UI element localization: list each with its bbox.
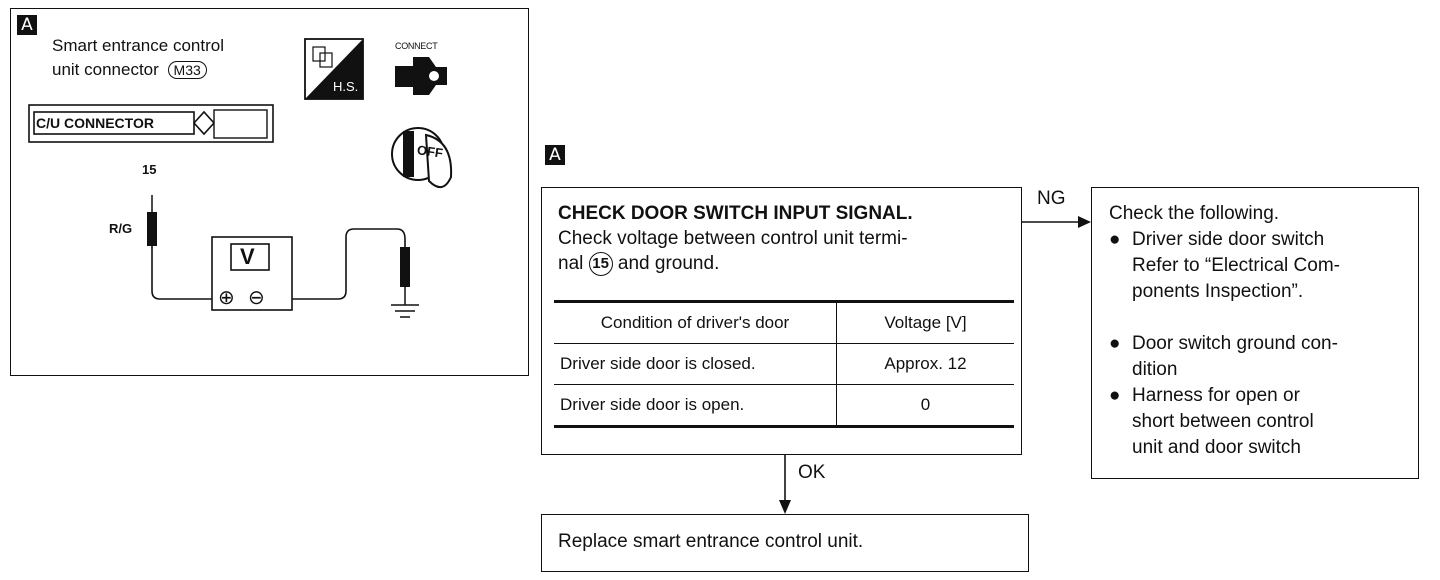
step-tag: A xyxy=(545,145,565,165)
terminal-number-label: 15 xyxy=(142,162,157,177)
terminal-15-badge: 15 xyxy=(588,252,613,276)
check-step-box: CHECK DOOR SWITCH INPUT SIGNAL. Check vo… xyxy=(541,187,1022,455)
panel-tag: A xyxy=(17,15,37,35)
cell-condition-closed: Driver side door is closed. xyxy=(554,343,837,385)
table-row: Driver side door is closed. Approx. 12 xyxy=(554,343,1014,385)
ng-item-1: Driver side door switch Refer to “Electr… xyxy=(1132,227,1340,305)
cell-voltage-closed: Approx. 12 xyxy=(836,343,1014,385)
voltage-table: Condition of driver's door Voltage [V] D… xyxy=(554,300,1014,428)
check-text-pre: nal xyxy=(558,253,584,275)
ok-label: OK xyxy=(798,462,826,483)
table-header-row: Condition of driver's door Voltage [V] xyxy=(554,301,1014,344)
cu-connector-label: C/U CONNECTOR xyxy=(36,115,154,131)
ng-item-2: Door switch ground con- dition xyxy=(1132,331,1338,383)
table-row: Driver side door is open. 0 xyxy=(554,384,1014,427)
bullet-icon: ● xyxy=(1109,333,1121,354)
ng-action-box: Check the following. ● Driver side door … xyxy=(1091,187,1419,479)
wire-color-label: R/G xyxy=(109,221,133,236)
ng-item-2-line2: dition xyxy=(1132,359,1178,380)
cell-voltage-open: 0 xyxy=(920,395,931,414)
ng-item-1-line3: ponents Inspection”. xyxy=(1132,281,1304,302)
minus-terminal-icon: ⊖ xyxy=(248,287,265,309)
check-heading: CHECK DOOR SWITCH INPUT SIGNAL. xyxy=(558,203,913,224)
ok-action-box: Replace smart entrance control unit. xyxy=(541,514,1029,572)
bullet-icon: ● xyxy=(1109,385,1121,406)
check-text-line2: nal 15 and ground. xyxy=(558,252,719,276)
panel-title-line2: unit connector M33 xyxy=(52,60,207,80)
ok-action-text: Replace smart entrance control unit. xyxy=(558,531,864,552)
connector-id-badge: M33 xyxy=(167,61,207,79)
connect-label: CONNECT xyxy=(395,41,438,51)
ng-item-3-line1: Harness for open or xyxy=(1132,385,1300,406)
ng-item-3-line2: short between control xyxy=(1132,411,1314,432)
ng-item-2-line1: Door switch ground con- xyxy=(1132,333,1338,354)
check-text-line1: Check voltage between control unit termi… xyxy=(558,228,908,249)
ng-item-1-line1: Driver side door switch xyxy=(1132,229,1325,250)
plus-terminal-icon: ⊕ xyxy=(218,287,235,309)
check-text-post: and ground. xyxy=(617,253,720,275)
panel-title-text: unit connector xyxy=(52,60,159,79)
header-voltage: Voltage [V] xyxy=(836,301,1014,344)
wiring-diagram xyxy=(28,38,453,318)
ng-item-1-line2: Refer to “Electrical Com- xyxy=(1132,255,1340,276)
ng-item-3: Harness for open or short between contro… xyxy=(1132,383,1314,461)
connector-diagram-panel: A Smart entrance control unit connector … xyxy=(10,8,529,376)
cell-condition-open: Driver side door is open. xyxy=(554,384,837,427)
ng-heading: Check the following. xyxy=(1109,203,1280,224)
panel-title-line1: Smart entrance control xyxy=(52,36,224,55)
header-condition: Condition of driver's door xyxy=(554,301,837,344)
ng-item-3-line3: unit and door switch xyxy=(1132,437,1301,458)
hs-label: H.S. xyxy=(333,79,359,94)
voltmeter-label: V xyxy=(240,244,255,269)
bullet-icon: ● xyxy=(1109,229,1121,250)
ng-label: NG xyxy=(1037,188,1066,209)
